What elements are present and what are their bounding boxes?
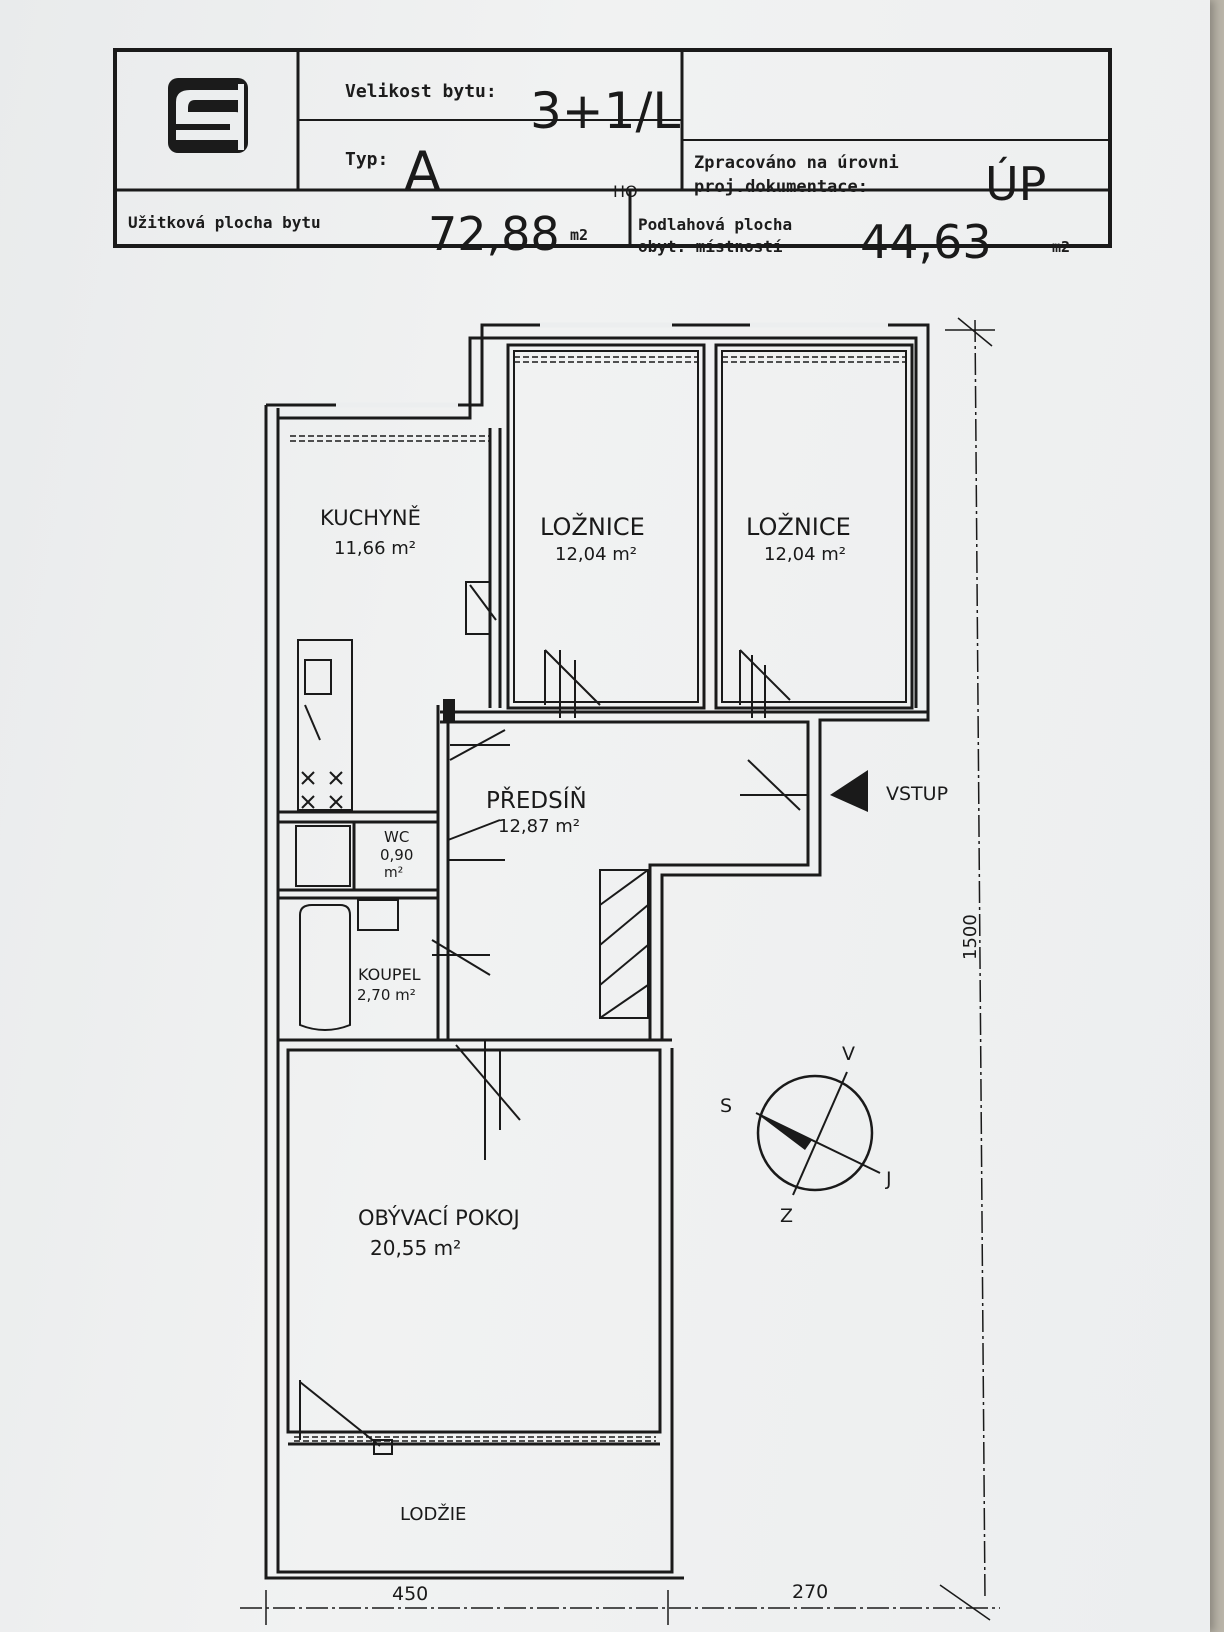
bedroom2-area: 12,04 m² [764, 544, 846, 565]
dimension-left-width: 450 [392, 1583, 428, 1605]
floor-area-unit: m2 [1052, 238, 1070, 256]
kitchen-fixtures [297, 639, 455, 1031]
compass-south: J [885, 1168, 892, 1190]
compass-north: S [720, 1095, 732, 1117]
hall-area: 12,87 m² [498, 816, 580, 837]
doors [299, 581, 808, 1455]
dimension-right-width: 270 [792, 1581, 828, 1603]
floor-area-label-line1: Podlahová plocha [638, 215, 792, 234]
compass-east: V [842, 1043, 855, 1065]
bath-area: 2,70 m² [357, 986, 416, 1004]
usable-area-label: Užitková plocha bytu [128, 213, 321, 232]
stove-icon [301, 771, 343, 809]
living-area: 20,55 m² [370, 1236, 461, 1260]
kitchen-area: 11,66 m² [334, 538, 416, 559]
type-label: Typ: [345, 149, 388, 170]
type-code: HO [613, 182, 638, 201]
processed-value: ÚP [985, 157, 1046, 211]
bedroom1-name: LOŽNICE [540, 512, 645, 541]
loggia-name: LODŽIE [400, 1503, 466, 1525]
floor-area-label-line2: obyt. místností [638, 237, 783, 256]
floor-area-value: 44,63 [860, 215, 992, 269]
entrance-marker: VSTUP [830, 770, 948, 812]
built-in-closet [599, 869, 649, 1019]
usable-area-unit: m2 [570, 226, 588, 244]
entrance-label: VSTUP [886, 783, 948, 805]
compass-west: Z [780, 1205, 793, 1227]
company-logo [168, 78, 248, 153]
compass-icon [756, 1074, 874, 1192]
processed-label-line2: proj.dokumentace: [694, 177, 868, 197]
hall-name: PŘEDSÍŇ [486, 786, 587, 814]
compass-needle-icon [756, 1113, 812, 1150]
wc-area: 0,90 [380, 846, 413, 864]
wc-area-unit: m² [384, 865, 403, 881]
wc-name: WC [384, 828, 409, 846]
size-value: 3+1/L [530, 82, 680, 140]
usable-area-value: 72,88 [428, 207, 560, 261]
bedroom1-area: 12,04 m² [555, 544, 637, 565]
size-label: Velikost bytu: [345, 81, 497, 102]
windows [290, 322, 906, 1442]
entrance-arrow-icon [830, 770, 868, 812]
compass-rose: S V J Z [720, 1043, 892, 1227]
dimension-lines [240, 317, 1000, 1625]
type-value: A [404, 140, 441, 203]
bedroom2-name: LOŽNICE [746, 512, 851, 541]
kitchen-name: KUCHYNĚ [320, 505, 421, 530]
title-block [113, 48, 1112, 248]
bath-name: KOUPEL [358, 965, 421, 984]
processed-label-line1: Zpracováno na úrovni [694, 153, 899, 173]
bathtub-icon [299, 904, 351, 1031]
dimension-height: 1500 [960, 914, 981, 960]
living-name: OBÝVACÍ POKOJ [358, 1205, 520, 1230]
room-labels: KUCHYNĚ 11,66 m² LOŽNICE 12,04 m² LOŽNIC… [320, 505, 851, 1525]
